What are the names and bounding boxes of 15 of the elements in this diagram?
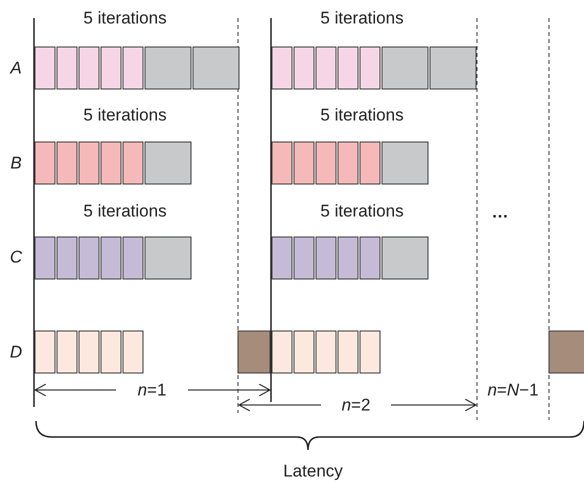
annotation-text: 5 iterations [83, 202, 167, 220]
annotation-text: 5 iterations [83, 10, 167, 26]
annotation-text: Latency [283, 462, 343, 480]
dimension-label: n=N−1 [487, 382, 539, 398]
annotation-text: 5 iterations [320, 10, 404, 26]
dimension-label: n=1 [138, 382, 166, 398]
annotation-text: 5 iterations [320, 106, 404, 124]
row-label: D [10, 344, 22, 360]
row-label: C [10, 248, 22, 266]
ellipsis: … [492, 204, 510, 220]
row-label: B [10, 154, 22, 172]
annotation-text: 5 iterations [83, 106, 167, 124]
row-label: A [10, 60, 22, 76]
annotation-text: 5 iterations [320, 202, 404, 220]
dimension-label: n=2 [342, 396, 370, 414]
